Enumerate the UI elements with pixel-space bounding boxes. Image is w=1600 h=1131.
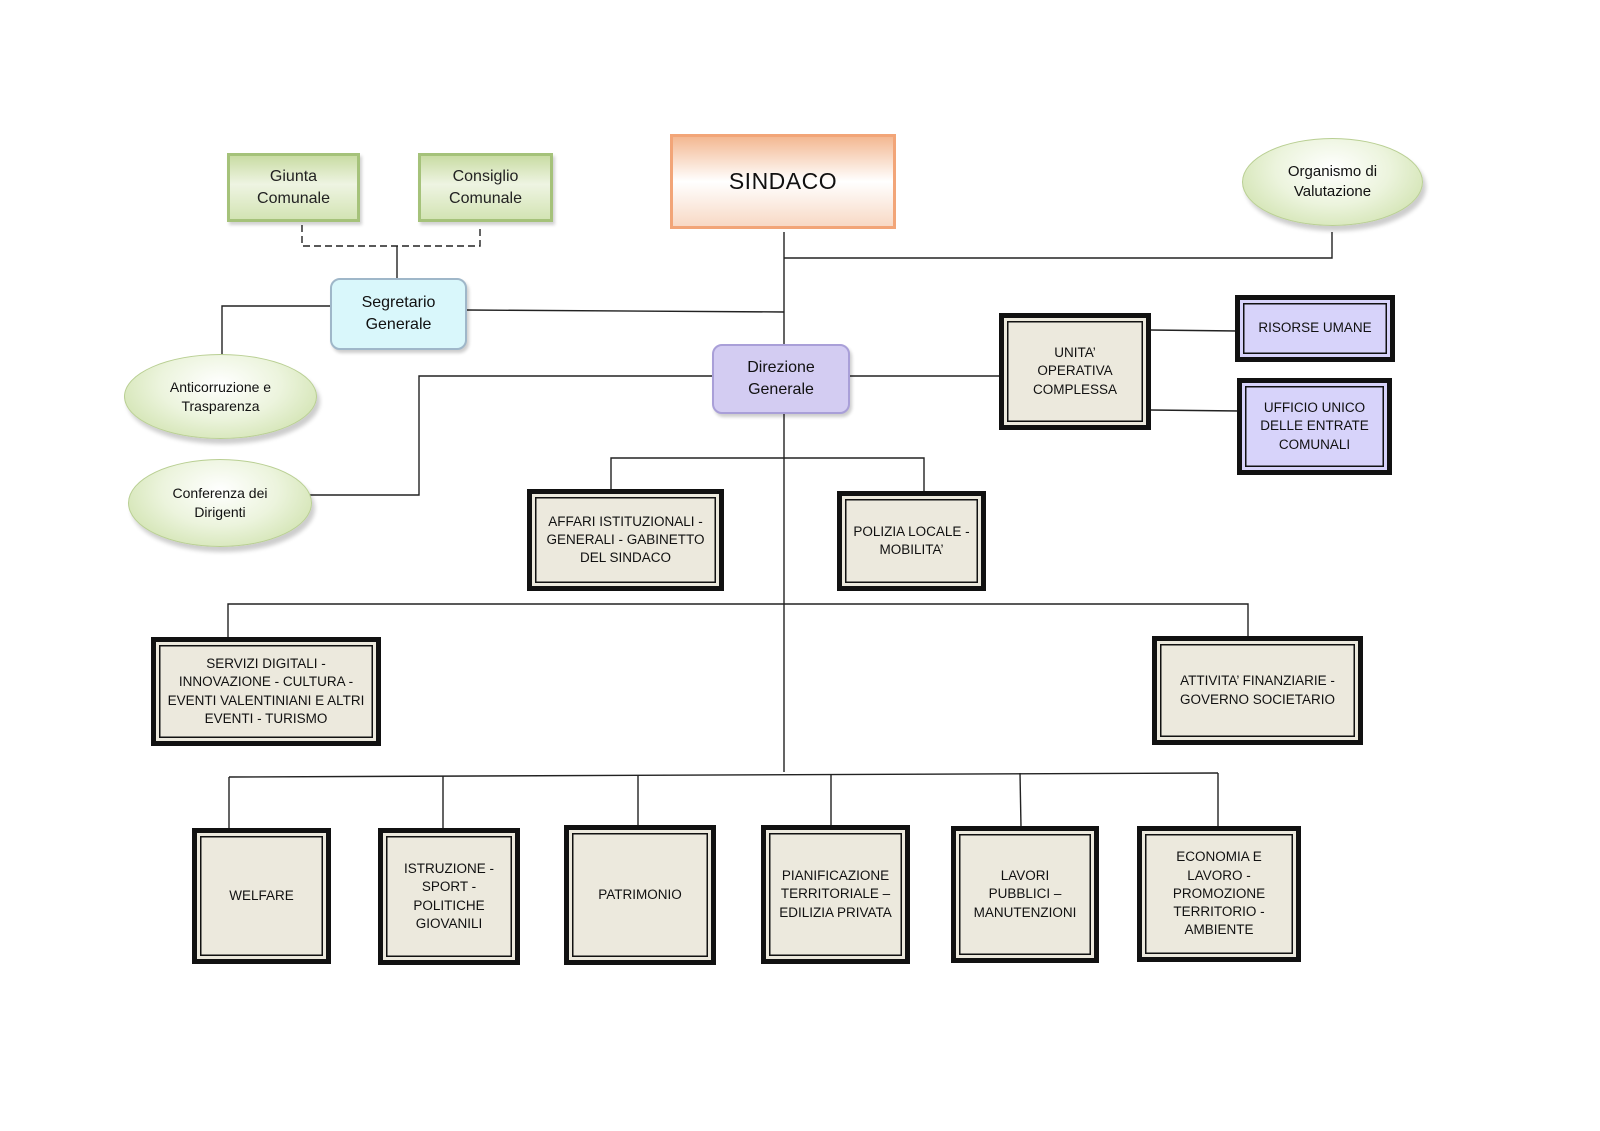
- anticorruzione-ellipse: Anticorruzione e Trasparenza: [124, 354, 317, 439]
- attivita-finanziarie-box: ATTIVITA’ FINANZIARIE - GOVERNO SOCIETAR…: [1152, 636, 1363, 745]
- sindaco-box: SINDACO: [670, 134, 896, 229]
- unita-operativa-complessa-box: UNITA’ OPERATIVA COMPLESSA: [999, 313, 1151, 430]
- patrimonio-box: PATRIMONIO: [564, 825, 716, 965]
- istruzione-box: ISTRUZIONE - SPORT - POLITICHE GIOVANILI: [378, 828, 520, 965]
- economia-box: ECONOMIA E LAVORO - PROMOZIONE TERRITORI…: [1137, 826, 1301, 962]
- risorse-umane-label: RISORSE UMANE: [1258, 320, 1372, 336]
- lavori-pubblici-label: LAVORI PUBBLICI – MANUTENZIONI: [973, 868, 1077, 920]
- direzione-generale-box: Direzione Generale: [712, 344, 850, 414]
- patrimonio-label: PATRIMONIO: [598, 886, 682, 902]
- servizi-digitali-label: SERVIZI DIGITALI - INNOVAZIONE - CULTURA…: [167, 656, 365, 726]
- affari-istituzionali-box: AFFARI ISTITUZIONALI - GENERALI - GABINE…: [527, 489, 724, 591]
- welfare-label: WELFARE: [229, 887, 294, 903]
- anticorruzione-label: Anticorruzione e Trasparenza: [169, 378, 272, 414]
- polizia-locale-label: POLIZIA LOCALE - MOBILITA’: [853, 523, 970, 557]
- lavori-pubblici-box: LAVORI PUBBLICI – MANUTENZIONI: [951, 826, 1099, 963]
- consiglio-comunale-box: Consiglio Comunale: [418, 153, 553, 222]
- segretario-generale-label: Segretario Generale: [361, 294, 436, 333]
- organismo-valutazione-label: Organismo di Valutazione: [1287, 162, 1378, 200]
- pianificazione-box: PIANIFICAZIONE TERRITORIALE – EDILIZIA P…: [761, 825, 910, 964]
- organismo-valutazione-ellipse: Organismo di Valutazione: [1242, 138, 1423, 226]
- polizia-locale-box: POLIZIA LOCALE - MOBILITA’: [837, 491, 986, 591]
- giunta-comunale-label: Giunta Comunale: [257, 167, 330, 207]
- istruzione-label: ISTRUZIONE - SPORT - POLITICHE GIOVANILI: [404, 861, 494, 931]
- giunta-comunale-box: Giunta Comunale: [227, 153, 360, 222]
- welfare-box: WELFARE: [192, 828, 331, 964]
- economia-label: ECONOMIA E LAVORO - PROMOZIONE TERRITORI…: [1172, 849, 1266, 938]
- conferenza-dirigenti-label: Conferenza dei Dirigenti: [172, 485, 268, 520]
- risorse-umane-box: RISORSE UMANE: [1235, 295, 1395, 362]
- affari-istituzionali-label: AFFARI ISTITUZIONALI - GENERALI - GABINE…: [546, 513, 705, 566]
- segretario-generale-box: Segretario Generale: [330, 278, 467, 350]
- attivita-finanziarie-label: ATTIVITA’ FINANZIARIE - GOVERNO SOCIETAR…: [1179, 673, 1336, 707]
- sindaco-label: SINDACO: [728, 167, 838, 194]
- direzione-generale-label: Direzione Generale: [747, 359, 815, 398]
- ufficio-unico-entrate-label: UFFICIO UNICO DELLE ENTRATE COMUNALI: [1260, 400, 1369, 452]
- consiglio-comunale-label: Consiglio Comunale: [449, 167, 522, 207]
- servizi-digitali-box: SERVIZI DIGITALI - INNOVAZIONE - CULTURA…: [151, 637, 381, 746]
- conferenza-dirigenti-ellipse: Conferenza dei Dirigenti: [128, 459, 312, 547]
- pianificazione-label: PIANIFICAZIONE TERRITORIALE – EDILIZIA P…: [779, 868, 892, 920]
- ufficio-unico-entrate-box: UFFICIO UNICO DELLE ENTRATE COMUNALI: [1237, 378, 1392, 475]
- unita-operativa-complessa-label: UNITA’ OPERATIVA COMPLESSA: [1032, 345, 1118, 397]
